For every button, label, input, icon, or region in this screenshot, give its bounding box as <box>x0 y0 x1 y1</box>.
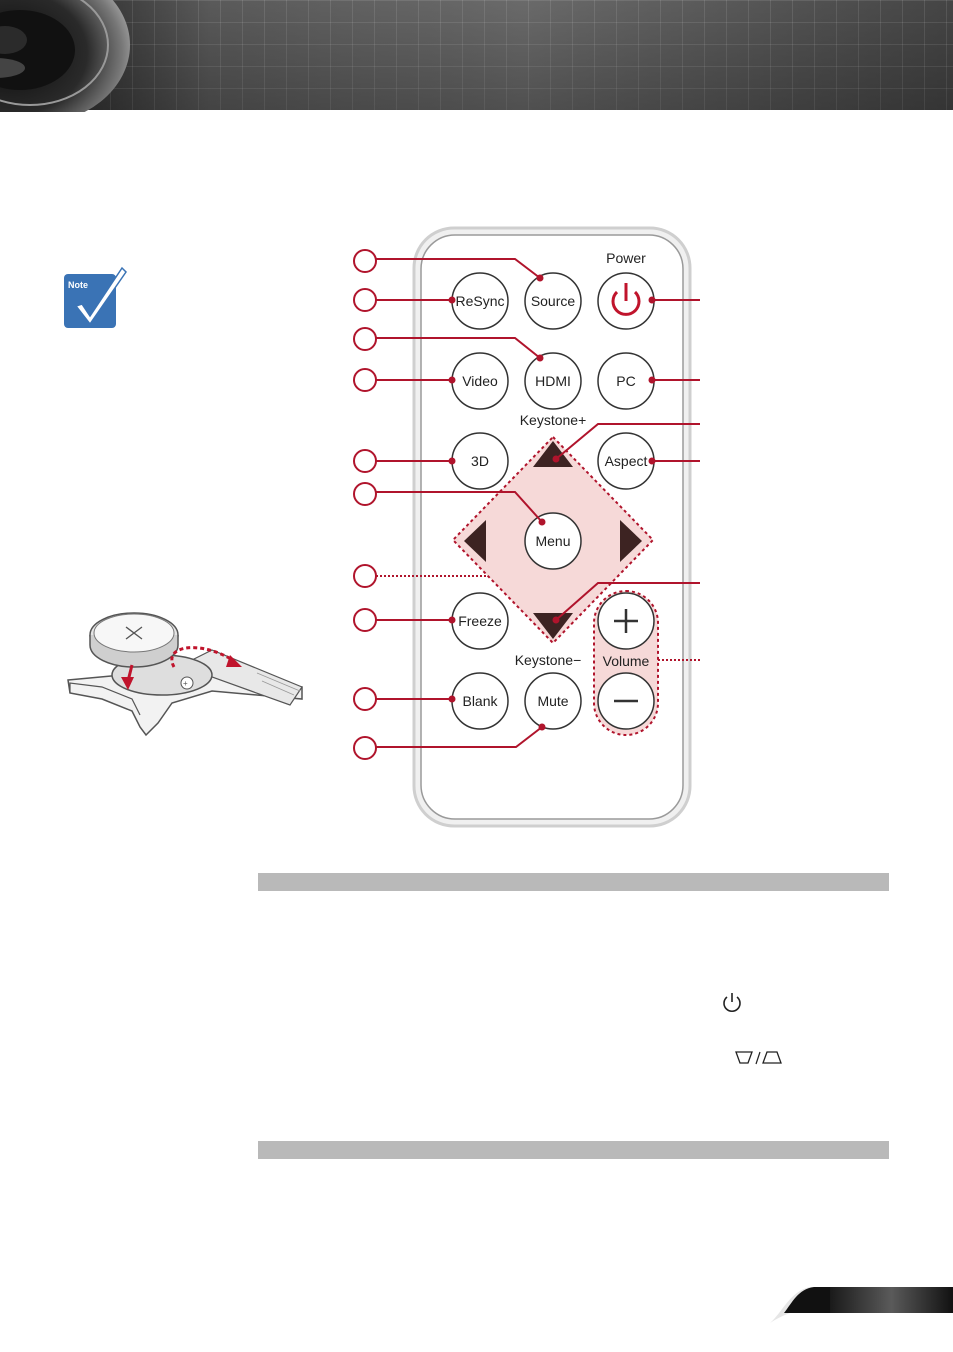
callout-marker <box>353 249 377 273</box>
note-label: Note <box>68 280 88 290</box>
hdmi-button[interactable] <box>524 352 582 410</box>
keystone-down-arrow[interactable] <box>533 613 573 639</box>
header-grid-pattern <box>0 0 953 110</box>
note-icon: Note <box>64 266 127 328</box>
callout-marker <box>353 736 377 760</box>
header-shade <box>0 0 953 110</box>
source-button[interactable] <box>524 272 582 330</box>
keystone-icon <box>735 1051 782 1065</box>
3d-label: 3D <box>471 453 489 469</box>
callout-marker <box>353 564 377 588</box>
page-number-tab <box>770 1287 953 1323</box>
remote-control: ReSync Source Video HDMI PC 3D Aspect Me… <box>353 226 700 828</box>
keystone-up-arrow[interactable] <box>533 441 573 467</box>
page-header <box>0 0 953 110</box>
source-label: Source <box>531 293 576 309</box>
coin-battery-illustration: + <box>67 612 303 737</box>
volume-label: Volume <box>603 653 650 669</box>
mute-label: Mute <box>537 693 568 709</box>
power-label: Power <box>606 250 646 266</box>
blank-label: Blank <box>462 693 498 709</box>
left-arrow[interactable] <box>464 520 486 562</box>
pc-label: PC <box>616 373 635 389</box>
power-icon <box>611 283 641 316</box>
svg-text:+: + <box>183 679 188 688</box>
menu-button[interactable] <box>524 512 582 570</box>
callout-marker <box>353 482 377 506</box>
keystone-minus-label: Keystone− <box>515 652 582 668</box>
callout-marker <box>353 368 377 392</box>
lens-icon <box>0 0 130 112</box>
section-header-bar <box>258 873 889 891</box>
section-header-bar <box>258 1141 889 1159</box>
resync-label: ReSync <box>455 293 504 309</box>
callout-marker <box>353 327 377 351</box>
mute-button[interactable] <box>524 672 582 730</box>
menu-label: Menu <box>535 533 570 549</box>
plus-icon <box>614 609 638 633</box>
callout-marker <box>353 288 377 312</box>
hdmi-label: HDMI <box>535 373 571 389</box>
freeze-label: Freeze <box>458 613 502 629</box>
right-arrow[interactable] <box>620 520 642 562</box>
keystone-plus-label: Keystone+ <box>520 412 587 428</box>
power-icon <box>723 993 741 1012</box>
callout-marker <box>353 608 377 632</box>
callout-marker <box>353 449 377 473</box>
aspect-label: Aspect <box>605 453 648 469</box>
callout-marker <box>353 687 377 711</box>
video-label: Video <box>462 373 498 389</box>
